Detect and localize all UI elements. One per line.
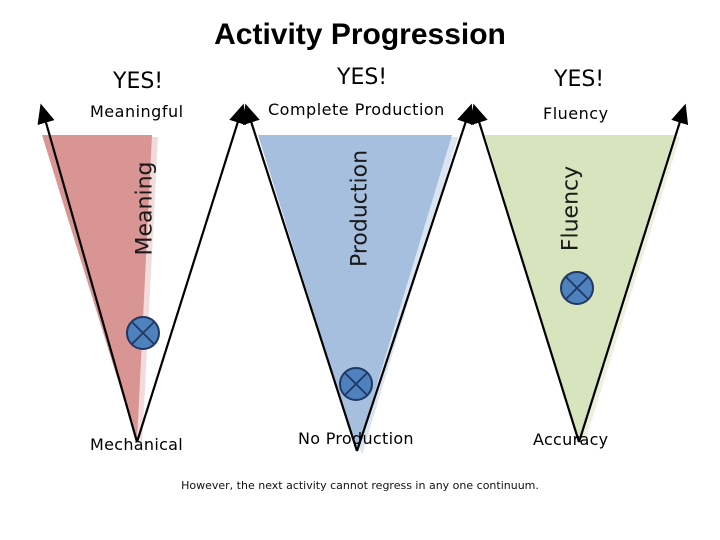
production-marker <box>339 367 373 401</box>
fluency-bottom-label: Accuracy <box>533 430 609 449</box>
production-arrow-left <box>242 103 359 452</box>
meaning-top-label: Meaningful <box>90 102 184 121</box>
production-top-label: Complete Production <box>268 100 445 119</box>
fluency-axis-label: Fluency <box>558 165 584 252</box>
page-title: Activity Progression <box>214 18 506 51</box>
fluency-continuum <box>470 103 689 445</box>
meaning-arrow-left <box>37 103 139 443</box>
fluency-yes-label: YES! <box>554 67 605 92</box>
meaning-axis-label: Meaning <box>132 161 158 256</box>
production-bottom-label: No Production <box>298 429 414 448</box>
fluency-top-label: Fluency <box>543 104 609 123</box>
fluency-arrow-right <box>577 103 689 443</box>
production-axis-label: Production <box>347 149 373 268</box>
production-triangle <box>258 135 452 451</box>
production-arrow-right <box>355 103 474 452</box>
meaning-arrow-right <box>135 103 247 443</box>
meaning-bottom-label: Mechanical <box>90 435 184 454</box>
meaning-yes-label: YES! <box>113 69 164 94</box>
production-continuum <box>242 103 474 455</box>
fluency-marker <box>560 271 594 305</box>
meaning-continuum <box>37 103 247 445</box>
production-yes-label: YES! <box>337 65 388 90</box>
meaning-triangle <box>42 135 152 442</box>
meaning-marker <box>126 316 160 350</box>
footnote: However, the next activity cannot regres… <box>181 479 539 492</box>
fluency-arrow-left <box>470 103 581 443</box>
